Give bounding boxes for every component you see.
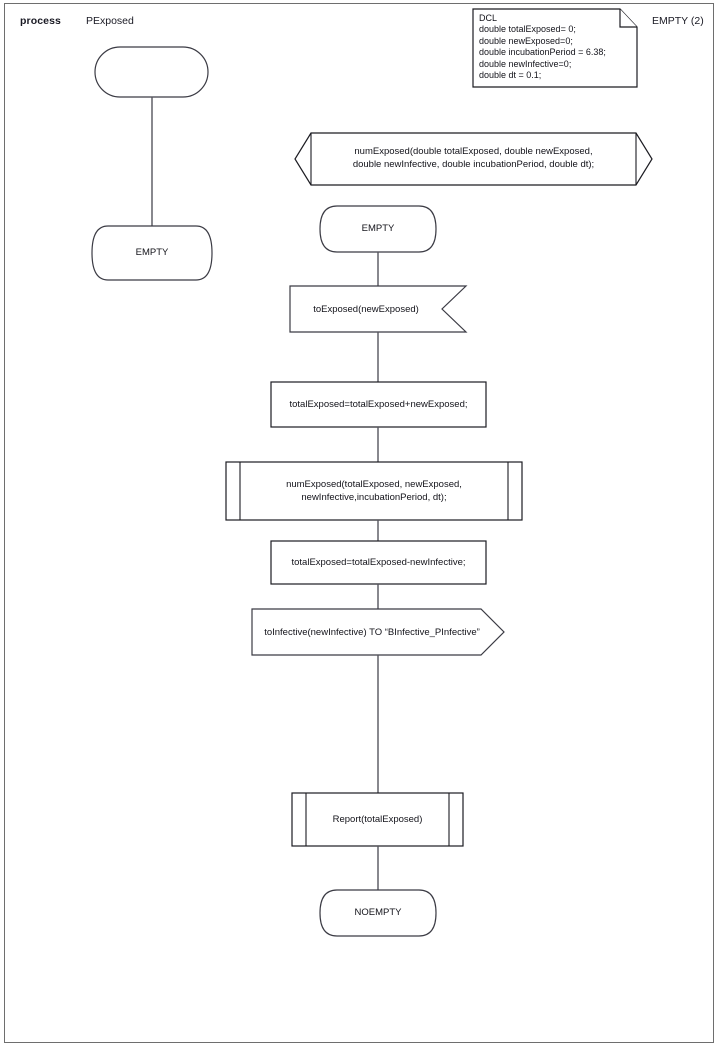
state-empty-main-shape <box>319 205 437 253</box>
procedure-declaration-shape <box>294 132 653 186</box>
task-2-shape <box>270 540 487 585</box>
procedure-call-2-shape <box>291 792 464 847</box>
page-frame <box>4 3 714 1043</box>
task-1-shape <box>270 381 487 428</box>
dcl-text: DCL double totalExposed= 0; double newEx… <box>479 13 606 81</box>
start-symbol-shape <box>94 46 209 98</box>
procedure-call-1-shape <box>225 461 523 521</box>
state-count-label: EMPTY (2) <box>652 15 704 27</box>
diagram-kind-label: process <box>20 15 61 27</box>
output-signal-shape <box>251 608 505 656</box>
state-empty-left-shape <box>91 225 213 281</box>
input-signal-shape <box>289 285 468 333</box>
state-noempty-shape <box>319 889 437 937</box>
dcl-note-shape <box>472 8 638 88</box>
page-title: PExposed <box>86 15 134 27</box>
